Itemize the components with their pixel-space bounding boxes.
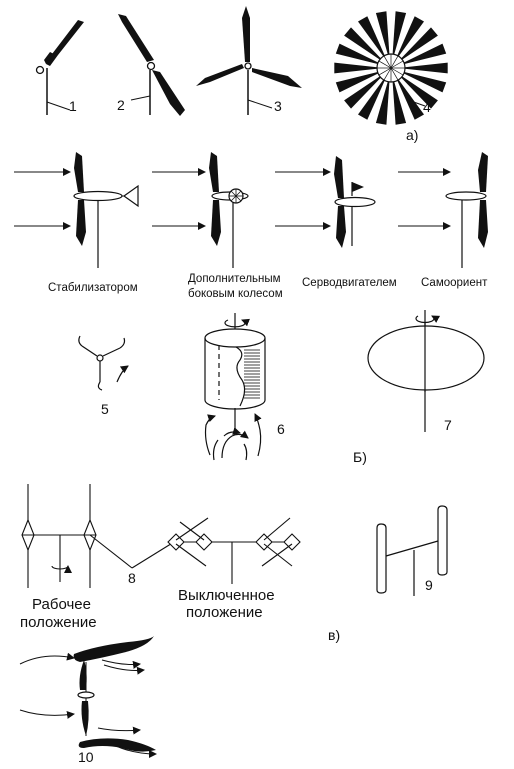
multiblade-blade bbox=[397, 16, 424, 57]
multiblade-blade bbox=[403, 43, 447, 64]
multiblade-spoke bbox=[390, 60, 404, 69]
multiblade-spoke bbox=[390, 67, 399, 81]
turbine-2-two-blade bbox=[118, 14, 185, 116]
number-8: 8 bbox=[128, 570, 136, 586]
multiblade-blade bbox=[392, 11, 407, 55]
turbine-6-drum-rotor bbox=[204, 313, 266, 461]
number-7: 7 bbox=[444, 417, 452, 433]
multiblade-blade bbox=[375, 11, 390, 55]
turbine-10-profiled-blades bbox=[19, 636, 157, 758]
multiblade-spoke bbox=[390, 67, 404, 76]
number-6: 6 bbox=[277, 421, 285, 437]
multiblade-blade bbox=[405, 62, 448, 74]
multiblade-spoke bbox=[383, 67, 392, 81]
multiblade-blade bbox=[401, 27, 438, 60]
number-3: 3 bbox=[274, 98, 282, 114]
multiblade-blade bbox=[335, 43, 379, 64]
multiblade-blade bbox=[401, 76, 438, 109]
multiblade-blade bbox=[344, 76, 381, 109]
number-10: 10 bbox=[78, 749, 94, 765]
side-wheel-turbine bbox=[152, 152, 249, 268]
stabilizer-turbine bbox=[14, 152, 139, 268]
multiblade-blade bbox=[335, 72, 379, 93]
label-servo: Серводвигателем bbox=[302, 277, 397, 289]
multiblade-blade bbox=[392, 81, 407, 125]
servo-turbine bbox=[275, 156, 376, 248]
label-side-wheel-2: боковым колесом bbox=[188, 288, 283, 300]
label-side-wheel-1: Дополнительным bbox=[188, 273, 281, 285]
turbine-7-darrieus-rotor bbox=[367, 310, 485, 432]
number-1: 1 bbox=[69, 98, 77, 114]
number-9: 9 bbox=[425, 577, 433, 593]
turbine-4-multi-blade-rotor bbox=[334, 11, 448, 125]
turbine-9-h-rotor bbox=[376, 505, 448, 596]
multiblade-spoke bbox=[378, 67, 392, 76]
section-label-b: Б) bbox=[353, 449, 367, 465]
label-working-2: положение bbox=[20, 614, 97, 631]
drum-blade-hatching bbox=[244, 349, 260, 399]
number-4: 4 bbox=[423, 99, 431, 115]
turbine-8-folding-rotor bbox=[21, 484, 301, 588]
multiblade-blade bbox=[397, 79, 424, 120]
number-2: 2 bbox=[117, 97, 125, 113]
multiblade-spoke bbox=[383, 55, 392, 69]
self-orienting-turbine bbox=[398, 152, 488, 268]
multiblade-blade bbox=[375, 81, 390, 125]
multiblade-spoke bbox=[378, 60, 392, 69]
turbine-5-cup-rotor bbox=[78, 335, 129, 391]
multiblade-blade bbox=[358, 79, 385, 120]
turbine-3-three-blade bbox=[196, 6, 302, 115]
multiblade-blade bbox=[403, 72, 447, 93]
label-stabilizer: Стабилизатором bbox=[48, 282, 138, 294]
turbine-1-single-blade bbox=[35, 20, 84, 115]
multiblade-leader-line bbox=[407, 99, 426, 107]
section-label-a: а) bbox=[406, 127, 418, 143]
label-working-1: Рабочее bbox=[32, 596, 91, 613]
section-label-v: в) bbox=[328, 627, 340, 643]
label-off-2: положение bbox=[186, 604, 263, 621]
multiblade-blade bbox=[334, 62, 377, 74]
label-self-orient: Самоориент bbox=[421, 277, 488, 289]
multiblade-blade bbox=[344, 27, 381, 60]
multiblade-blade bbox=[358, 16, 385, 57]
multiblade-spoke bbox=[390, 55, 399, 69]
label-off-1: Выключенное bbox=[178, 587, 275, 604]
number-5: 5 bbox=[101, 401, 109, 417]
